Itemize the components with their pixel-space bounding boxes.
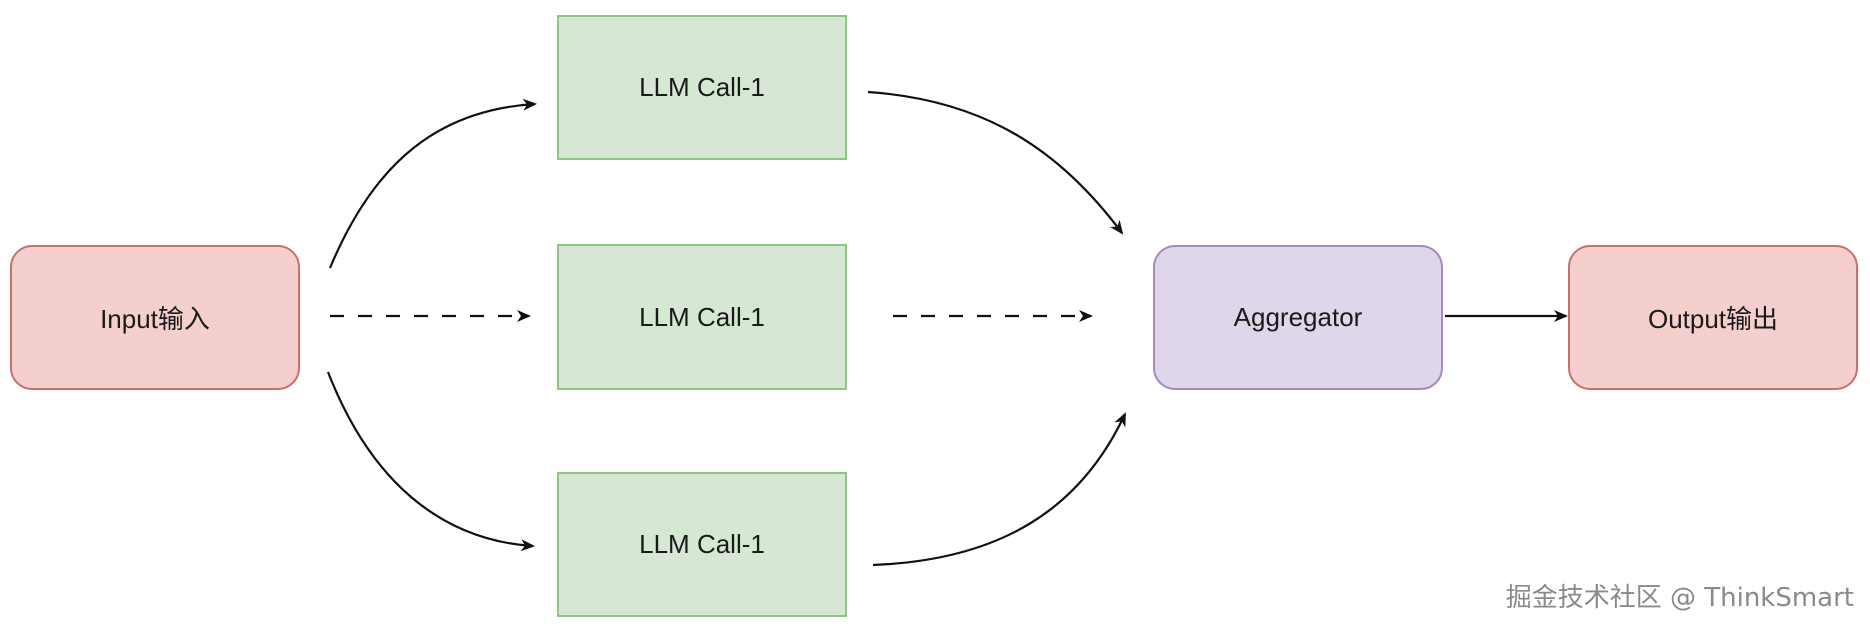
llm-call-node-top: LLM Call-1: [557, 15, 847, 160]
edge-llm-bottom-to-aggregator: [872, 412, 1126, 567]
watermark: 掘金技术社区 @ ThinkSmart: [1505, 583, 1854, 613]
output-node-label: Output输出: [1647, 304, 1779, 334]
llm-call-node-bottom: LLM Call-1: [557, 472, 847, 617]
edge-input-to-llm-top: [328, 98, 537, 269]
llm-call-middle-label: LLM Call-1: [639, 301, 765, 332]
output-node: Output输出: [1568, 245, 1858, 390]
edge-input-to-llm-bottom: [326, 371, 535, 552]
llm-call-bottom-label: LLM Call-1: [639, 529, 765, 559]
aggregator-node: Aggregator: [1153, 245, 1443, 390]
llm-call-top-label: LLM Call-1: [639, 72, 765, 102]
input-node-label: Input输入: [100, 304, 210, 334]
edge-llm-top-to-aggregator: [867, 90, 1124, 235]
input-node: Input输入: [10, 245, 300, 390]
aggregator-label: Aggregator: [1233, 302, 1363, 332]
llm-call-node-middle: LLM Call-1: [557, 244, 847, 390]
